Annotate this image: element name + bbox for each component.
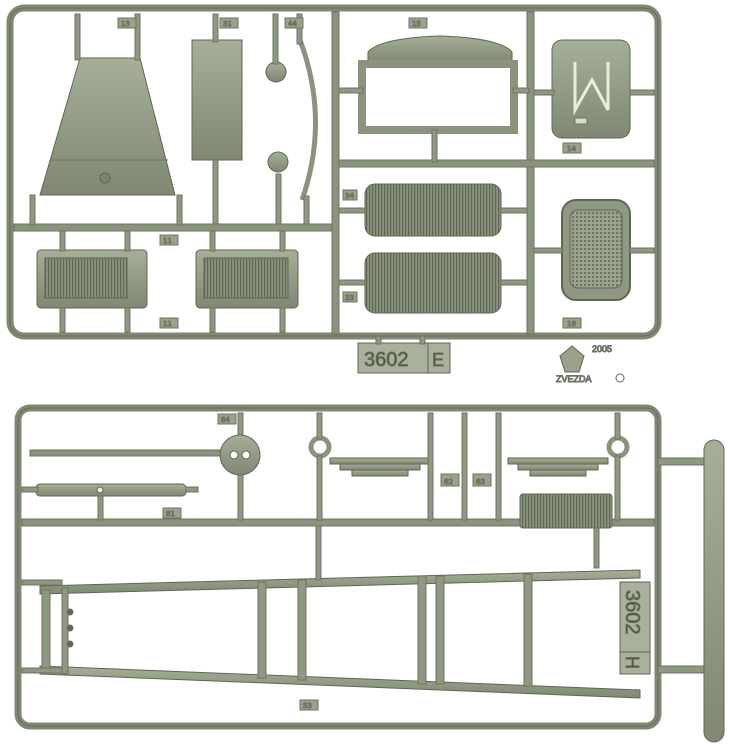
- part-33-seat-cushion: [364, 252, 502, 314]
- part-84-link-rod: [29, 434, 261, 476]
- part-34-seat-cushion: [364, 183, 502, 237]
- part-number-31: 31: [223, 20, 232, 28]
- part-number-81: 81: [166, 510, 175, 518]
- part-number-82: 82: [444, 478, 453, 486]
- part-number-83: 83: [476, 478, 485, 486]
- part-number-11a: 11: [163, 237, 172, 245]
- part-number-33: 33: [345, 294, 354, 302]
- sprue-e-code: 3602: [364, 349, 409, 371]
- sprue-e-year: 2005: [592, 344, 612, 354]
- part-bumper-bar: [703, 439, 725, 743]
- part-number-11b: 11: [163, 320, 172, 328]
- part-chassis-frame: [39, 569, 641, 699]
- part-83-leaf-spring: [507, 435, 630, 477]
- part-number-44: 44: [288, 20, 297, 28]
- part-number-34: 34: [345, 192, 354, 200]
- sprue-e-letter: E: [432, 350, 444, 370]
- part-13-seat-back: [39, 57, 176, 196]
- sprue-h-code-tag: 3602 H: [619, 581, 651, 675]
- brand-name: ZVEZDA: [556, 374, 592, 384]
- part-number-53: 53: [303, 702, 312, 710]
- part-number-16: 16: [567, 320, 576, 328]
- part-81-shaft: [35, 483, 187, 497]
- part-44-lamp-top: [265, 61, 287, 83]
- part-number-14: 14: [567, 145, 576, 153]
- zvezda-logo: 2005 ZVEZDA: [556, 344, 625, 385]
- part-16-radiator-grille: [561, 199, 631, 301]
- part-number-13: 13: [121, 20, 130, 28]
- part-82-leaf-spring: [308, 435, 431, 477]
- part-14-radiator-shell: [551, 39, 631, 139]
- part-number-84: 84: [221, 416, 230, 424]
- part-31-panel: [191, 39, 243, 161]
- part-44-lamp-bottom: [267, 151, 289, 173]
- sprue-e: 3602 E 2005 ZVEZDA 13 31 44 15 14 34 33 …: [6, 4, 662, 385]
- sprue-h: 3602 H 84 82 83 81 53: [14, 404, 725, 743]
- part-number-15: 15: [412, 20, 421, 28]
- sprue-e-code-tag: 3602 E: [357, 342, 451, 374]
- sprue-h-code: 3602: [621, 590, 643, 635]
- part-plate: [519, 493, 613, 529]
- part-15-windshield-frame: [358, 35, 518, 134]
- sprue-h-letter: H: [622, 656, 642, 669]
